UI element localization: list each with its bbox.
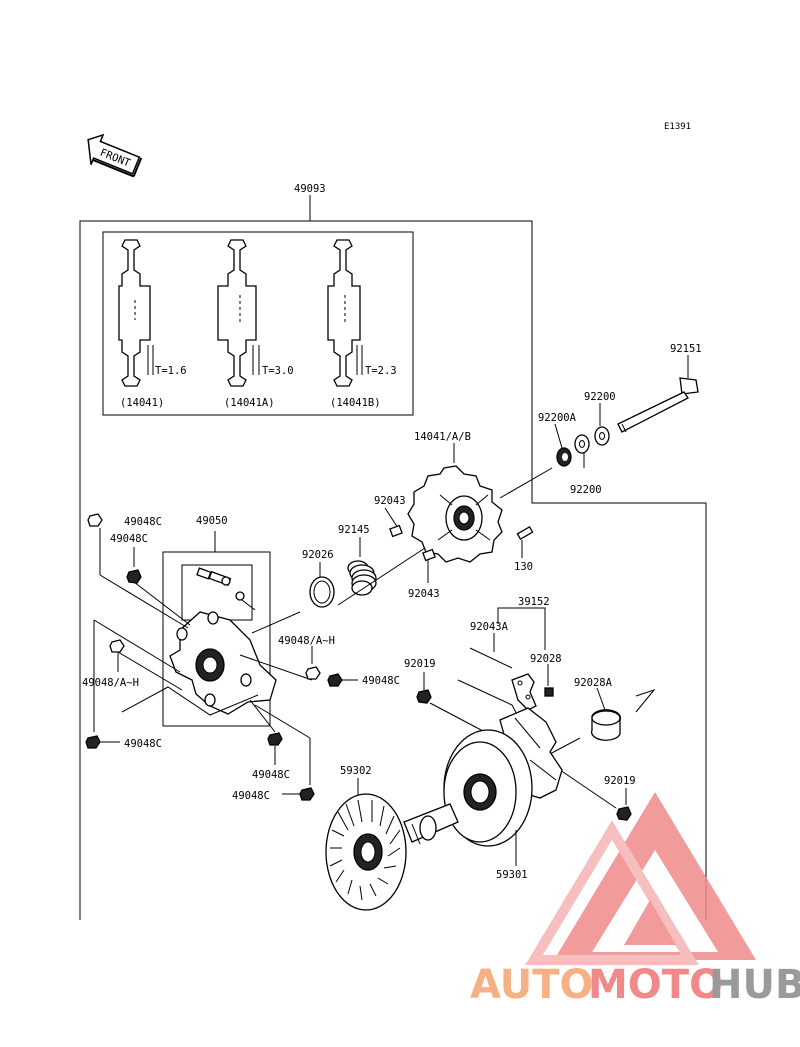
bolt-92151 bbox=[617, 355, 699, 433]
washer-92200 bbox=[574, 403, 610, 468]
label-49048AH-1: 49048/A~H bbox=[82, 677, 139, 689]
watermark-text-hub: HUB bbox=[709, 962, 800, 1008]
movable-sheave-59301 bbox=[443, 707, 563, 866]
pin-92043-lower bbox=[422, 548, 436, 583]
pin-92043-upper bbox=[384, 507, 403, 538]
nut-49048C-3 bbox=[85, 735, 120, 749]
code-14041B: (14041B) bbox=[330, 397, 381, 409]
label-59301: 59301 bbox=[496, 869, 528, 881]
nut-49048AH-2 bbox=[305, 646, 321, 680]
label-92200-top: 92200 bbox=[584, 391, 616, 403]
label-49048C-2: 49048C bbox=[110, 533, 148, 545]
label-49093: 49093 bbox=[294, 183, 326, 195]
label-49050: 49050 bbox=[196, 515, 228, 527]
label-92200-bottom: 92200 bbox=[570, 484, 602, 496]
label-92151: 92151 bbox=[670, 343, 702, 355]
plate-variant-14041B: T=2.3 (14041B) bbox=[327, 239, 397, 409]
label-92019-b: 92019 bbox=[604, 775, 636, 787]
bolt-92019-b bbox=[559, 769, 632, 821]
label-49048C-4: 49048C bbox=[362, 675, 400, 687]
code-14041: (14041) bbox=[120, 397, 164, 409]
watermark-text-auto: AUTO bbox=[470, 962, 594, 1008]
nut-49048AH-1 bbox=[109, 639, 125, 672]
label-49048C-1: 49048C bbox=[124, 516, 162, 528]
label-130: 130 bbox=[514, 561, 533, 573]
plate-variant-14041A: T=3.0 (14041A) bbox=[217, 239, 294, 409]
thickness-14041: T=1.6 bbox=[155, 365, 187, 377]
label-14041AB: 14041/A/B bbox=[414, 431, 471, 443]
assembly-frame bbox=[79, 195, 707, 920]
diagram-code: E1391 bbox=[664, 122, 691, 132]
label-92043A: 92043A bbox=[470, 621, 509, 633]
label-92145: 92145 bbox=[338, 524, 370, 536]
front-arrow-icon: FRONT bbox=[87, 133, 143, 178]
spider-49050-group bbox=[93, 528, 313, 785]
code-14041A: (14041A) bbox=[224, 397, 275, 409]
roller-92028A bbox=[547, 687, 656, 756]
nut-49048C-1 bbox=[87, 513, 103, 527]
bushing-92200A bbox=[554, 423, 572, 467]
watermark-text-moto: MOTO bbox=[588, 962, 723, 1008]
oring-92026 bbox=[309, 547, 426, 608]
label-59302: 59302 bbox=[340, 765, 372, 777]
screw-130 bbox=[516, 526, 534, 558]
label-92028A: 92028A bbox=[574, 677, 613, 689]
label-92200A: 92200A bbox=[538, 412, 577, 424]
label-39152: 39152 bbox=[518, 596, 550, 608]
label-49048C-5: 49048C bbox=[252, 769, 290, 781]
thickness-14041A: T=3.0 bbox=[262, 365, 294, 377]
nut-49048C-4 bbox=[327, 673, 358, 687]
label-49048C-6: 49048C bbox=[232, 790, 270, 802]
watermark-logo-icon bbox=[525, 792, 756, 965]
nut-49048C-5 bbox=[267, 732, 283, 765]
nut-49048C-6 bbox=[282, 787, 315, 801]
label-49048C-3: 49048C bbox=[124, 738, 162, 750]
plate-variant-14041: T=1.6 (14041) bbox=[118, 239, 187, 409]
inset-variants-box: T=1.6 (14041) T=3.0 (14041A) T=2.3 (1404… bbox=[102, 231, 414, 416]
label-92043-lower: 92043 bbox=[408, 588, 440, 600]
label-49048AH-2: 49048/A~H bbox=[278, 635, 335, 647]
cover-plate-14041 bbox=[407, 443, 553, 563]
label-92043-upper: 92043 bbox=[374, 495, 406, 507]
label-92026: 92026 bbox=[302, 549, 334, 561]
thickness-14041B: T=2.3 bbox=[365, 365, 397, 377]
nut-49048C-2 bbox=[126, 547, 142, 584]
label-92028: 92028 bbox=[530, 653, 562, 665]
label-92019-a: 92019 bbox=[404, 658, 436, 670]
spring-92145 bbox=[347, 537, 377, 596]
fixed-sheave-59302 bbox=[325, 778, 459, 911]
weight-set-39152 bbox=[457, 607, 554, 721]
